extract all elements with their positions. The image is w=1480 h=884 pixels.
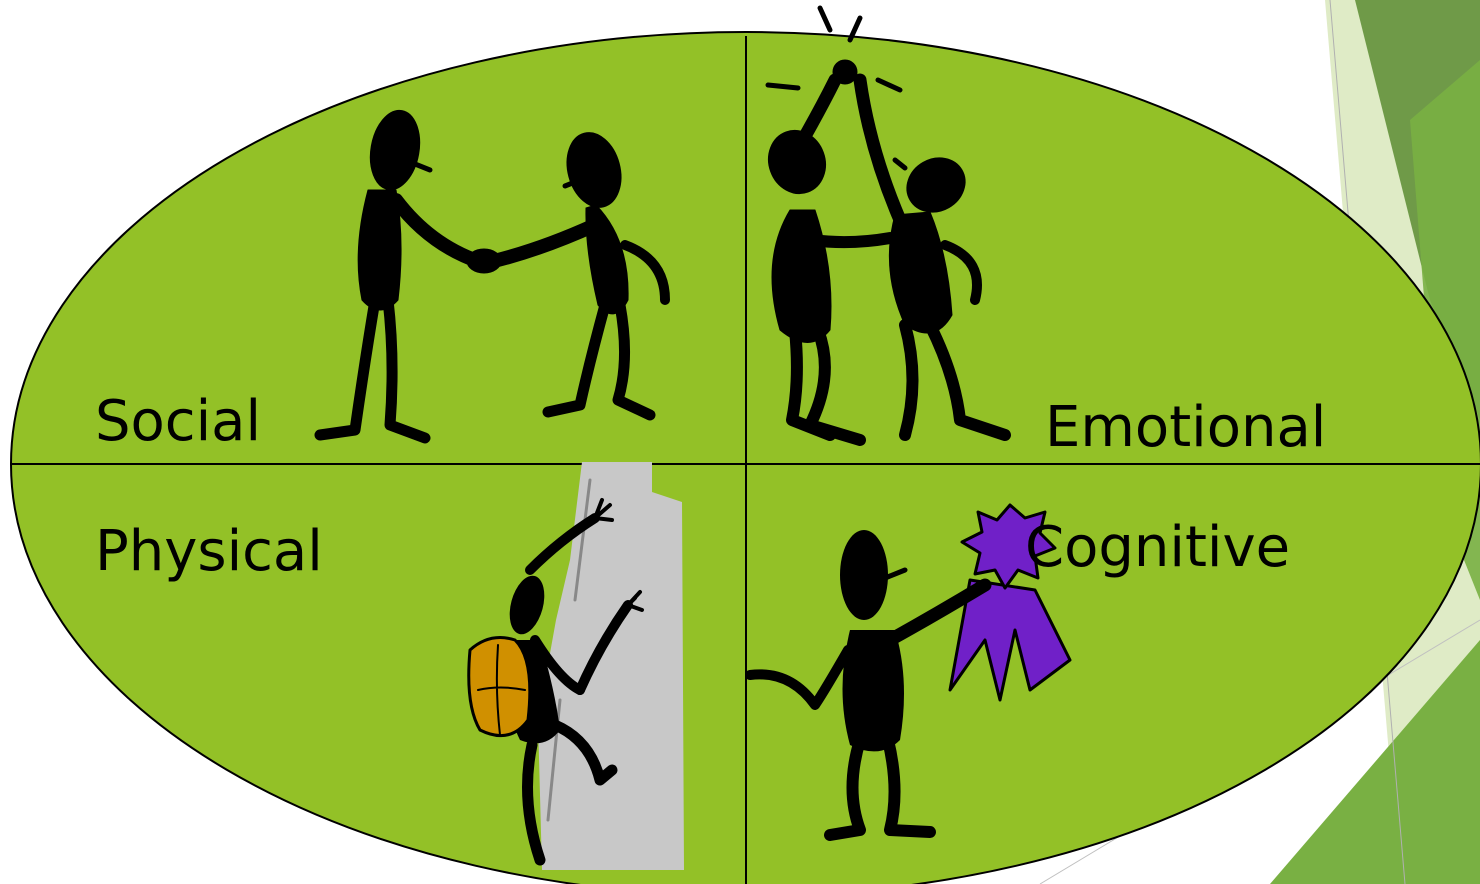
award-ribbon-icon [745,503,1072,841]
handshake-icon [314,109,670,444]
cognitive-label: Cognitive [1025,515,1290,580]
emotional-label: Emotional [1045,395,1326,460]
high-five-icon [765,5,1011,446]
rock-wall [538,462,684,870]
physical-label: Physical [95,519,323,584]
social-label: Social [95,389,261,454]
climber-icon [467,462,684,870]
